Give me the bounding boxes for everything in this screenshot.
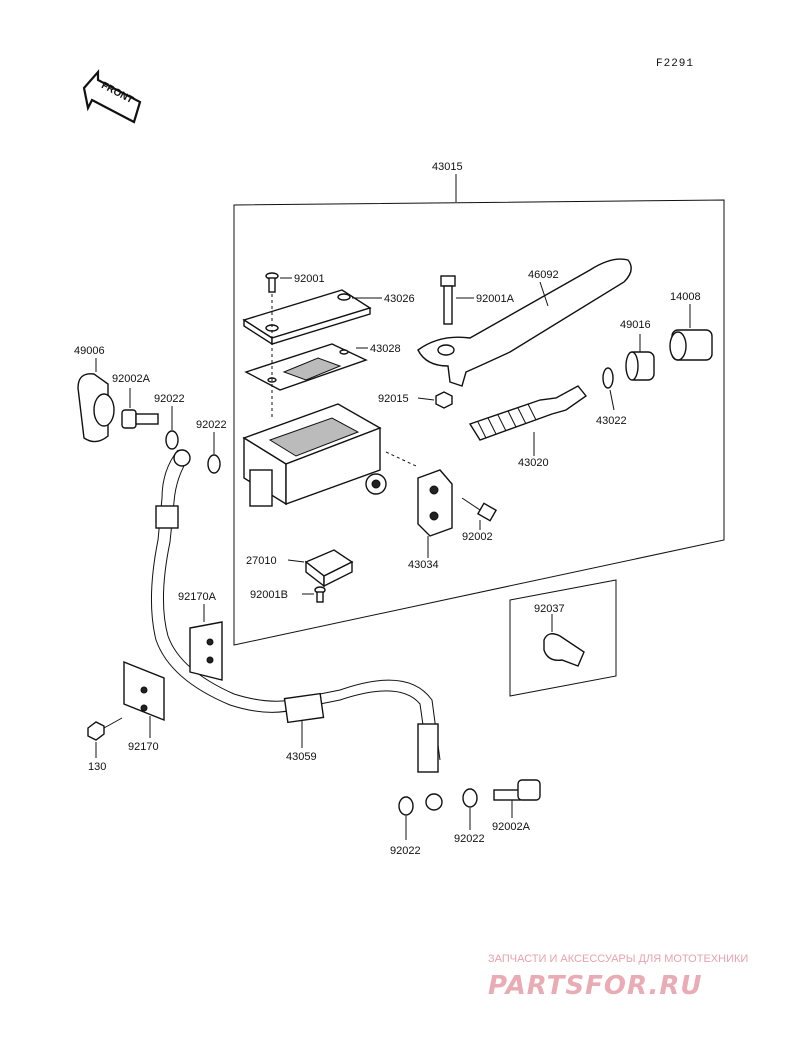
label-92015: 92015 (378, 393, 409, 405)
label-46092: 46092 (528, 269, 559, 281)
label-43022: 43022 (596, 415, 627, 427)
part-piston-assembly-43020 (468, 385, 588, 441)
label-43020: 43020 (518, 457, 549, 469)
label-43034: 43034 (408, 559, 439, 571)
label-92002: 92002 (462, 531, 493, 543)
label-92001B: 92001B (250, 589, 288, 601)
part-bracket-92170A (189, 621, 223, 681)
part-washer-92022-d (462, 788, 478, 808)
label-92002A-top: 92002A (112, 373, 151, 385)
label-92001: 92001 (294, 273, 325, 285)
label-92170A: 92170A (178, 591, 217, 603)
label-92022-d: 92022 (454, 833, 485, 845)
diagram-code: F2291 (656, 58, 694, 70)
part-brake-lever-46092 (417, 258, 632, 387)
label-92037: 92037 (534, 603, 565, 615)
label-14008: 14008 (670, 291, 701, 303)
part-banjo-bolt-92002A-top (121, 409, 159, 429)
part-screw-92001B (314, 586, 326, 603)
part-screw-92001 (265, 272, 279, 293)
label-43059: 43059 (286, 751, 317, 763)
part-banjo-bolt-92002A-bottom (493, 779, 541, 801)
part-clamp-43034 (417, 469, 453, 537)
label-49006: 49006 (74, 345, 105, 357)
watermark-tagline: ЗАПЧАСТИ И АКСЕССУАРЫ ДЛЯ МОТОТЕХНИКИ (488, 953, 748, 965)
part-reservoir-cap-43026 (242, 289, 372, 346)
watermark-brand: PARTSFOR.RU (488, 971, 702, 1001)
part-washer-92022-a (165, 430, 179, 450)
part-washer-92022-b (207, 454, 221, 474)
part-cover-14008 (669, 329, 713, 361)
part-switch-27010 (304, 549, 354, 588)
label-43028: 43028 (370, 343, 401, 355)
part-brake-hose-43059 (150, 449, 443, 811)
part-nut-92015 (435, 391, 453, 409)
label-43015: 43015 (432, 161, 463, 173)
part-bolt-130 (87, 717, 123, 741)
assembly-outline-43015 (233, 199, 725, 646)
part-master-cylinder-body (242, 403, 387, 507)
part-boot-49016 (625, 351, 655, 381)
label-130: 130 (88, 761, 106, 773)
subassembly-outline-92037 (509, 579, 617, 697)
label-27010: 27010 (246, 555, 277, 567)
label-92022-c: 92022 (390, 845, 421, 857)
label-92022-a: 92022 (154, 393, 185, 405)
part-diaphragm-43028 (244, 343, 368, 391)
part-bolt-92001A (440, 275, 456, 325)
part-washer-92022-c (398, 796, 414, 816)
label-92022-b: 92022 (196, 419, 227, 431)
label-92170: 92170 (128, 741, 159, 753)
label-43026: 43026 (384, 293, 415, 305)
label-49016: 49016 (620, 319, 651, 331)
label-92002A-bottom: 92002A (492, 821, 531, 833)
part-bracket-92170 (123, 660, 165, 722)
front-arrow-icon: FRONT (82, 69, 142, 124)
part-bolt-92002 (461, 497, 498, 522)
part-bracket-92037 (543, 633, 585, 667)
part-banjo-cover-49006 (77, 373, 115, 443)
label-92001A: 92001A (476, 293, 515, 305)
part-washer-43022 (602, 367, 614, 389)
